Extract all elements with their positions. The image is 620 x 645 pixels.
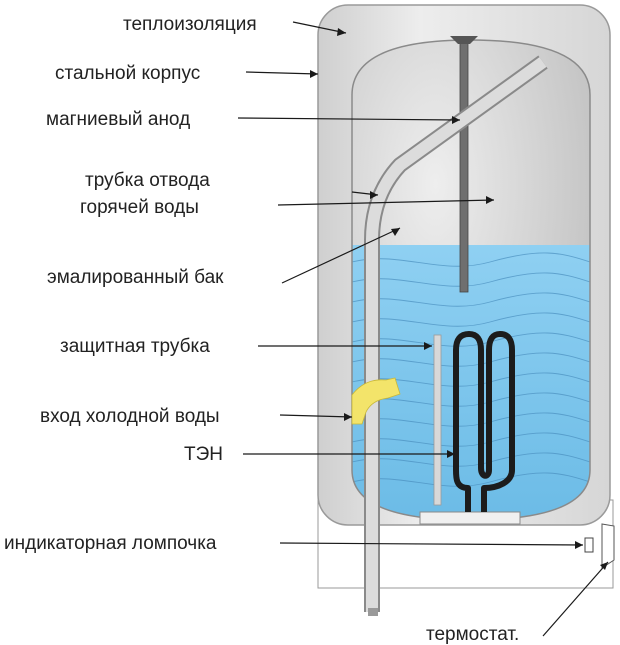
protective-tube	[433, 334, 442, 506]
label-enameled-tank: эмалированный бак	[47, 267, 224, 288]
label-protective-tube: защитная трубка	[60, 336, 210, 357]
anode-cap	[450, 36, 478, 44]
pipe-bottom-end	[368, 608, 378, 616]
label-thermal-insulation: теплоизоляция	[123, 14, 257, 35]
cold-water-inlet	[351, 377, 401, 425]
label-hot-water-pipe-line2: горячей воды	[80, 197, 199, 218]
indicator-lamp	[584, 537, 594, 553]
magnesium-anode-rod	[459, 41, 469, 293]
label-hot-water-pipe-line1: трубка отвода	[85, 170, 210, 191]
hot-water-pipe	[366, 57, 547, 612]
label-steel-casing: стальной корпус	[55, 63, 200, 84]
flange	[419, 511, 521, 525]
tank-outline	[351, 39, 591, 521]
label-thermostat: термостат.	[426, 624, 519, 645]
leader-lines	[237, 21, 609, 637]
thermostat-box	[601, 523, 615, 569]
label-indicator-lamp: индикаторная ломпочка	[4, 533, 217, 554]
label-heating-element: ТЭН	[184, 444, 223, 465]
heating-element	[453, 331, 515, 512]
label-cold-water-inlet: вход холодной воды	[40, 406, 220, 427]
leader-arrowheads	[310, 28, 608, 570]
label-magnesium-anode: магниевый анод	[46, 109, 190, 130]
